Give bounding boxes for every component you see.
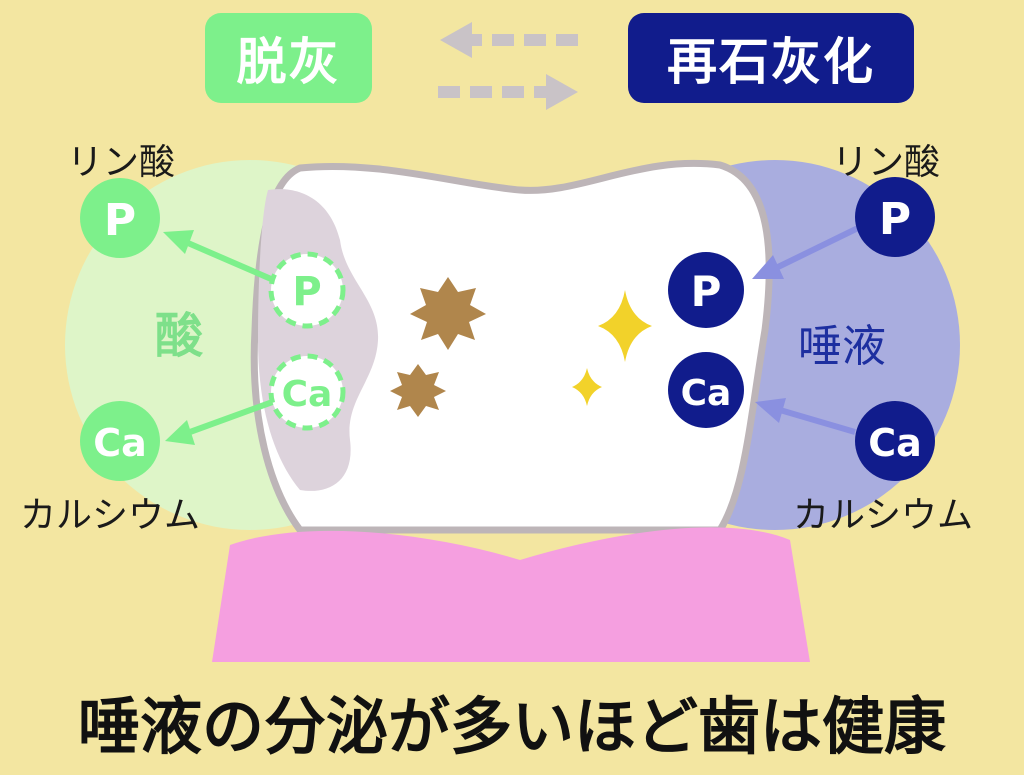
svg-text:P: P: [104, 195, 136, 246]
ion-ca-redeposited: Ca: [668, 352, 744, 428]
svg-text:Ca: Ca: [282, 374, 333, 415]
plaque-spot-small: [390, 364, 446, 417]
ion-ca-released: Ca: [80, 401, 160, 481]
sparkle-icon: [572, 368, 602, 406]
sparkle-icon: [598, 290, 652, 362]
gum: [212, 527, 810, 662]
ion-p-dissolving: P: [268, 251, 346, 329]
svg-text:P: P: [879, 194, 911, 245]
svg-text:Ca: Ca: [93, 421, 147, 465]
arrow-p-in: [752, 225, 860, 279]
calcium-caption-left: カルシウム: [20, 495, 201, 536]
arrow-ca-in: [755, 398, 856, 435]
diagram-caption: 唾液の分泌が多いほど歯は健康: [77, 690, 946, 763]
ion-ca-dissolving: Ca: [268, 353, 346, 431]
ion-ca-saliva: Ca: [855, 401, 935, 481]
ion-p-redeposited: P: [668, 252, 744, 328]
arrow-demin-to-remin: [438, 74, 578, 110]
calcium-caption-right: カルシウム: [793, 495, 974, 536]
svg-text:Ca: Ca: [868, 421, 922, 465]
arrow-remin-to-demin: [440, 22, 578, 58]
svg-text:P: P: [691, 267, 722, 316]
svg-text:Ca: Ca: [681, 373, 732, 414]
tooth: [250, 159, 773, 534]
svg-text:P: P: [292, 269, 321, 315]
ion-p-saliva: P: [855, 177, 935, 257]
remineralization-label: 再石灰化: [628, 13, 914, 103]
acid-label: 酸: [155, 308, 204, 364]
saliva-label: 唾液: [798, 321, 886, 372]
phosphoric-acid-caption-right: リン酸: [832, 142, 941, 183]
plaque-spot-large: [410, 277, 486, 350]
arrow-p-out: [163, 230, 280, 285]
ion-p-released: P: [80, 178, 160, 258]
demineralization-label: 脱灰: [205, 13, 372, 103]
phosphoric-acid-caption-left: リン酸: [67, 142, 176, 183]
arrow-ca-out: [165, 397, 280, 445]
